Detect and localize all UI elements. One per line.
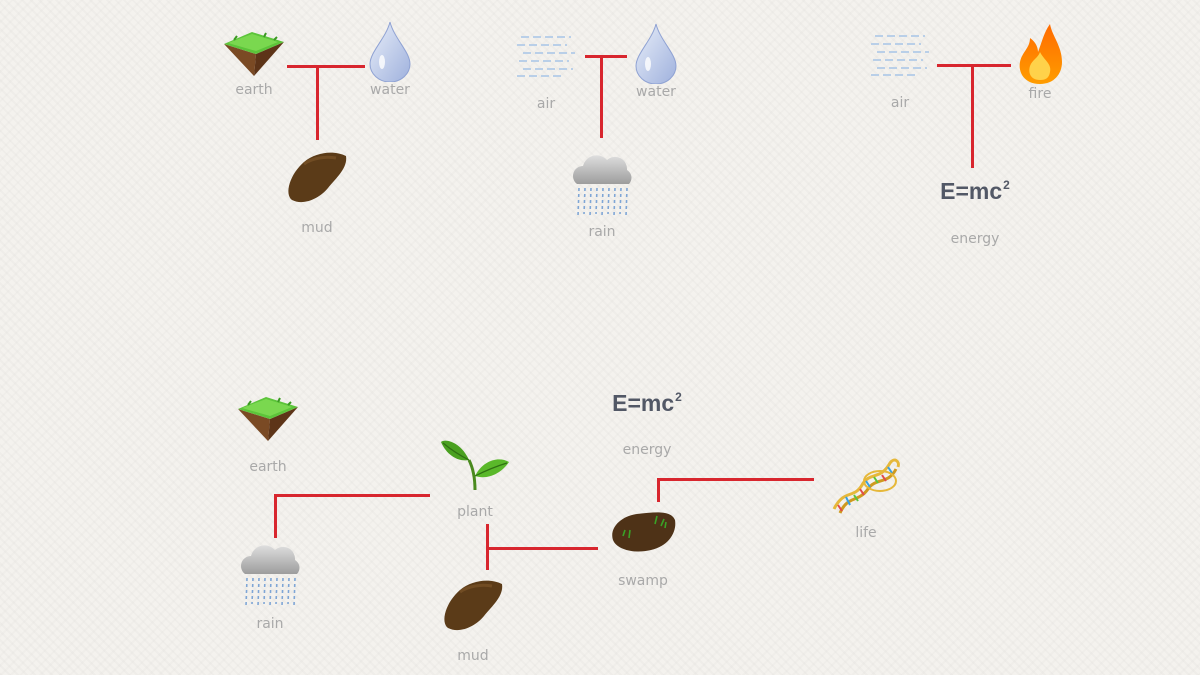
element-label: earth	[249, 459, 287, 475]
connector	[585, 55, 627, 58]
element-earth[interactable]: earth	[204, 30, 304, 98]
element-label: swamp	[618, 573, 668, 589]
element-swamp[interactable]: swamp	[593, 506, 693, 589]
element-mud[interactable]: mud	[267, 150, 367, 236]
element-label: life	[855, 525, 877, 541]
connector	[937, 64, 1011, 67]
element-label: rain	[256, 616, 284, 632]
element-air[interactable]: air	[850, 32, 950, 111]
element-label: water	[636, 84, 676, 100]
element-label: rain	[588, 224, 616, 240]
dna-icon	[832, 458, 900, 514]
plant-icon	[441, 440, 509, 491]
connector	[487, 547, 598, 550]
element-water[interactable]: water	[606, 22, 706, 100]
element-label: water	[370, 82, 410, 98]
earth-icon	[224, 32, 284, 76]
element-label: energy	[950, 231, 1000, 247]
element-mud[interactable]: mud	[423, 578, 523, 664]
element-rain[interactable]: rain	[220, 538, 320, 632]
element-label: air	[890, 95, 910, 111]
connector	[316, 66, 319, 140]
element-life[interactable]: life	[816, 455, 916, 541]
rain-cloud-icon	[241, 545, 300, 607]
connector	[657, 478, 660, 502]
element-label: air	[536, 96, 556, 112]
earth-icon	[238, 397, 298, 441]
connector	[274, 494, 277, 538]
water-drop-icon	[369, 21, 411, 82]
element-label: earth	[235, 82, 273, 98]
element-label: plant	[457, 504, 493, 520]
rain-cloud-icon	[573, 155, 632, 217]
element-label: energy	[622, 442, 672, 458]
mud-icon	[288, 152, 347, 203]
element-label: mud	[301, 220, 333, 236]
air-icon	[517, 36, 575, 77]
element-earth[interactable]: earth	[218, 395, 318, 475]
element-water[interactable]: water	[340, 20, 440, 98]
element-energy[interactable]: E=mc2 energy	[925, 171, 1025, 247]
connector	[287, 65, 365, 68]
fire-icon	[1019, 24, 1062, 84]
air-icon	[871, 35, 929, 76]
connector	[658, 478, 814, 481]
element-fire[interactable]: fire	[990, 20, 1090, 102]
element-energy[interactable]: E=mc2 energy	[597, 383, 697, 458]
swamp-icon	[612, 512, 676, 552]
element-plant[interactable]: plant	[425, 432, 525, 520]
connector	[486, 524, 489, 570]
mud-icon	[444, 580, 503, 631]
element-label: mud	[457, 648, 489, 664]
energy-formula-icon: E=mc2	[940, 178, 1010, 204]
water-drop-icon	[635, 23, 677, 84]
connector	[600, 56, 603, 138]
energy-formula-icon: E=mc2	[612, 390, 682, 416]
element-air[interactable]: air	[496, 33, 596, 112]
connector	[971, 65, 974, 168]
connector	[275, 494, 430, 497]
element-label: fire	[1028, 86, 1052, 102]
element-rain[interactable]: rain	[552, 148, 652, 240]
